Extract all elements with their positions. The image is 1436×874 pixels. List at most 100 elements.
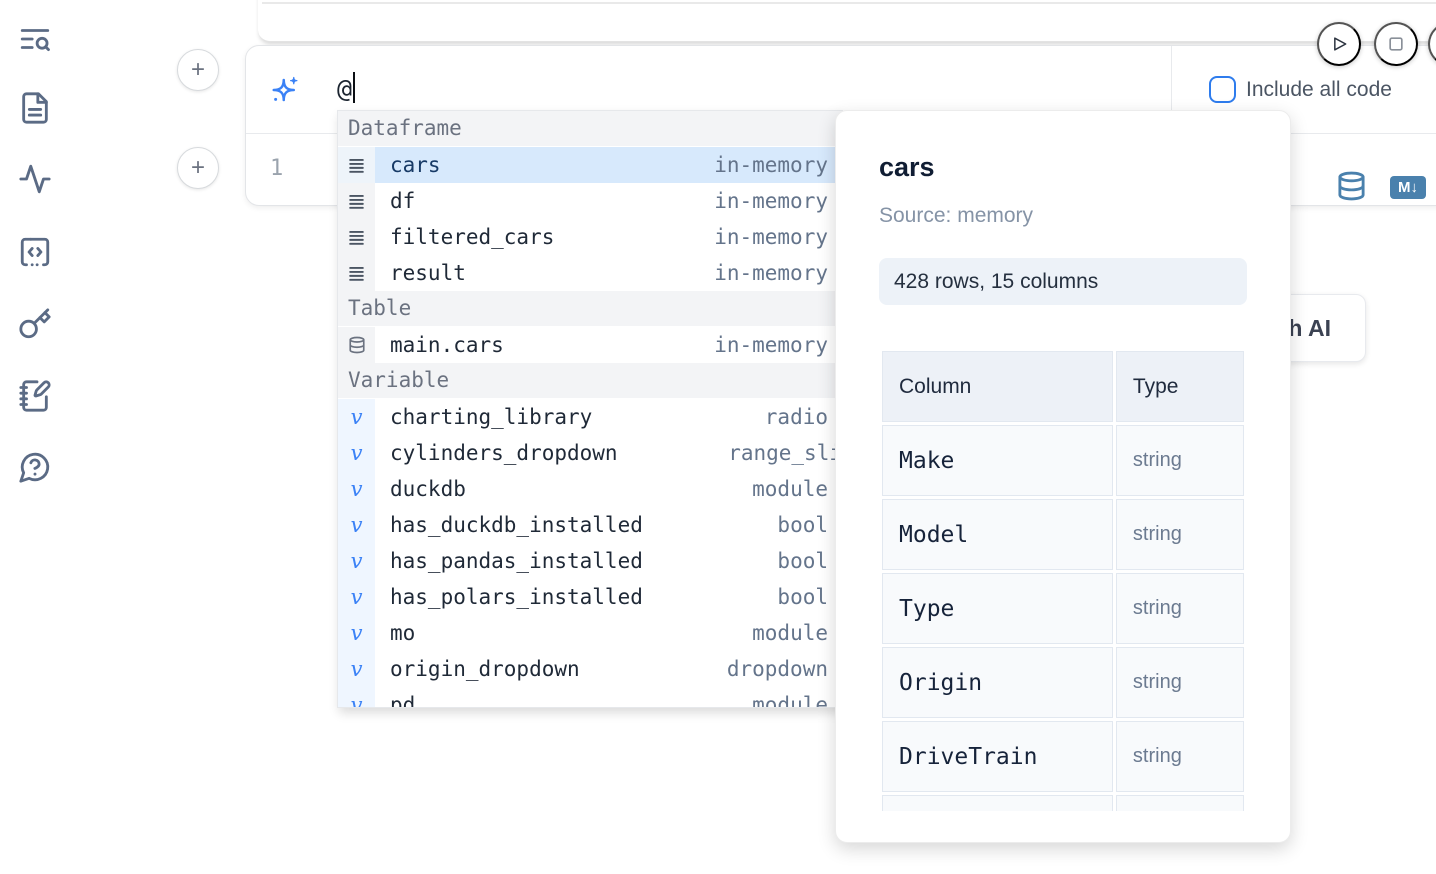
section-header-dataframe: Dataframe xyxy=(338,111,842,147)
item-name: duckdb xyxy=(390,477,466,501)
item-detail: in-memory xyxy=(714,153,828,177)
autocomplete-item-has-polars-installed[interactable]: v has_polars_installed bool xyxy=(338,579,842,615)
item-name: result xyxy=(390,261,466,285)
code-snippet-icon[interactable] xyxy=(18,235,52,269)
item-name: mo xyxy=(390,621,416,645)
variable-icon: v xyxy=(338,579,375,615)
item-name: main.cars xyxy=(390,333,504,357)
autocomplete-item-cars[interactable]: cars in-memory xyxy=(338,147,842,183)
include-all-code-label: Include all code xyxy=(1246,78,1392,101)
stop-icon xyxy=(1389,37,1403,51)
table-row: Model string xyxy=(882,499,1244,570)
variable-icon: v xyxy=(338,399,375,435)
add-cell-button-bottom[interactable]: + xyxy=(177,147,219,189)
item-detail: in-memory xyxy=(714,261,828,285)
item-detail: in-memory xyxy=(714,225,828,249)
item-name: origin_dropdown xyxy=(390,657,580,681)
autocomplete-item-filtered-cars[interactable]: filtered_cars in-memory xyxy=(338,219,842,255)
table-row-partial xyxy=(882,795,1244,811)
column-name xyxy=(882,795,1113,811)
ai-prompt-value: @ xyxy=(337,74,353,103)
add-cell-button-top[interactable]: + xyxy=(177,49,219,91)
table-row: Origin string xyxy=(882,647,1244,718)
item-name: has_duckdb_installed xyxy=(390,513,643,537)
table-row: DriveTrain string xyxy=(882,721,1244,792)
variable-icon: v xyxy=(338,471,375,507)
sidebar xyxy=(0,0,70,874)
autocomplete-item-pd[interactable]: v pd module xyxy=(338,687,842,708)
key-icon[interactable] xyxy=(18,307,52,341)
column-name: Model xyxy=(882,499,1113,570)
divider xyxy=(262,2,1436,4)
ai-prompt-input[interactable]: @ xyxy=(337,72,356,103)
sparkles-ai-icon xyxy=(270,75,300,105)
schema-table-container: Column Type Make string Model string Typ… xyxy=(879,348,1249,811)
preview-source: Source: memory xyxy=(879,204,1034,227)
column-type: string xyxy=(1115,647,1244,718)
activity-icon[interactable] xyxy=(18,162,52,196)
section-header-variable: Variable xyxy=(338,363,842,399)
column-name: DriveTrain xyxy=(882,721,1113,792)
item-name: cylinders_dropdown xyxy=(390,441,618,465)
database-icon xyxy=(338,327,375,363)
item-detail: module xyxy=(752,693,828,708)
item-detail: bool xyxy=(777,513,828,537)
autocomplete-item-df[interactable]: df in-memory xyxy=(338,183,842,219)
autocomplete-item-cylinders-dropdown[interactable]: v cylinders_dropdown range_sli xyxy=(338,435,842,471)
item-name: has_polars_installed xyxy=(390,585,643,609)
stop-button[interactable] xyxy=(1374,22,1418,66)
autocomplete-item-origin-dropdown[interactable]: v origin_dropdown dropdown xyxy=(338,651,842,687)
column-type: string xyxy=(1115,425,1244,496)
previous-cell-bottom xyxy=(258,0,1436,42)
autocomplete-item-duckdb[interactable]: v duckdb module xyxy=(338,471,842,507)
variable-icon: v xyxy=(338,507,375,543)
autocomplete-item-main-cars[interactable]: main.cars in-memory xyxy=(338,327,842,363)
dataframe-preview-panel: cars Source: memory 428 rows, 15 columns… xyxy=(835,110,1291,843)
item-name: df xyxy=(390,189,416,213)
run-cell-button[interactable] xyxy=(1317,22,1361,66)
table-row: Type string xyxy=(882,573,1244,644)
database-icon[interactable] xyxy=(1336,169,1367,203)
table-row: Make string xyxy=(882,425,1244,496)
item-detail: bool xyxy=(777,585,828,609)
help-chat-icon[interactable] xyxy=(18,450,52,484)
item-detail: radio xyxy=(764,405,828,429)
autocomplete-item-has-pandas-installed[interactable]: v has_pandas_installed bool xyxy=(338,543,842,579)
column-header: Column xyxy=(882,351,1113,422)
shape-badge: 428 rows, 15 columns xyxy=(879,258,1247,305)
play-icon xyxy=(1334,37,1347,51)
dataframe-icon xyxy=(338,219,375,255)
schema-table: Column Type Make string Model string Typ… xyxy=(879,348,1247,811)
notebook-pen-icon[interactable] xyxy=(18,379,52,413)
column-type: string xyxy=(1115,573,1244,644)
line-number: 1 xyxy=(270,156,284,181)
include-all-code-checkbox[interactable] xyxy=(1209,76,1236,103)
dataframe-icon xyxy=(338,183,375,219)
item-detail: in-memory xyxy=(714,333,828,357)
item-detail: bool xyxy=(777,549,828,573)
variable-icon: v xyxy=(338,651,375,687)
autocomplete-item-result[interactable]: result in-memory xyxy=(338,255,842,291)
item-name: has_pandas_installed xyxy=(390,549,643,573)
file-text-icon[interactable] xyxy=(18,91,52,125)
dataframe-icon xyxy=(338,255,375,291)
item-detail: in-memory xyxy=(714,189,828,213)
autocomplete-item-charting-library[interactable]: v charting_library radio xyxy=(338,399,842,435)
column-type xyxy=(1115,795,1244,811)
autocomplete-item-mo[interactable]: v mo module xyxy=(338,615,842,651)
variable-icon: v xyxy=(338,435,375,471)
text-caret xyxy=(353,72,356,103)
markdown-icon[interactable]: M↓ xyxy=(1390,176,1426,199)
item-detail: module xyxy=(752,477,828,501)
item-name: charting_library xyxy=(390,405,593,429)
divider xyxy=(1171,46,1172,133)
autocomplete-dropdown: Dataframe cars in-memory df in-memory fi… xyxy=(337,110,843,708)
item-name: filtered_cars xyxy=(390,225,555,249)
variable-icon: v xyxy=(338,615,375,651)
variable-icon: v xyxy=(338,687,375,707)
text-search-icon[interactable] xyxy=(18,22,52,56)
column-name: Make xyxy=(882,425,1113,496)
section-header-table: Table xyxy=(338,291,842,327)
autocomplete-item-has-duckdb-installed[interactable]: v has_duckdb_installed bool xyxy=(338,507,842,543)
variable-icon: v xyxy=(338,543,375,579)
